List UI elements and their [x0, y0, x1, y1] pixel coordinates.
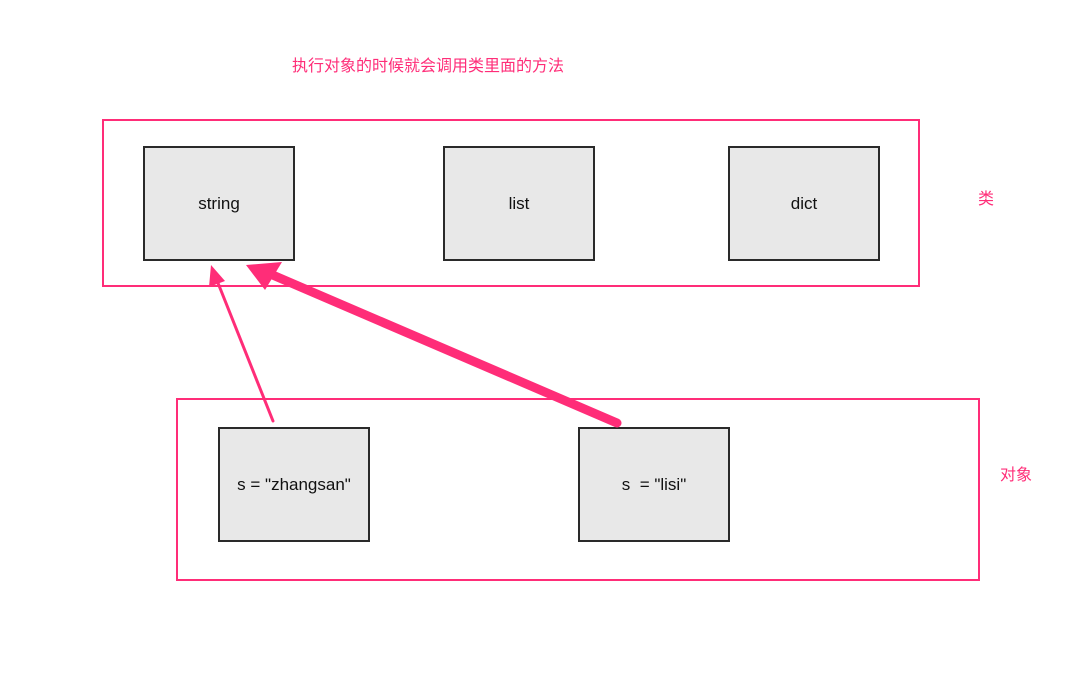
class-node-string: string — [143, 146, 295, 261]
class-node-list: list — [443, 146, 595, 261]
object-group-label: 对象 — [1000, 465, 1033, 484]
class-node-dict: dict — [728, 146, 880, 261]
object-node-lisi: s = "lisi" — [578, 427, 730, 542]
class-group-label: 类 — [978, 189, 995, 208]
object-node-zhangsan: s = "zhangsan" — [218, 427, 370, 542]
diagram-title: 执行对象的时候就会调用类里面的方法 — [292, 56, 565, 75]
